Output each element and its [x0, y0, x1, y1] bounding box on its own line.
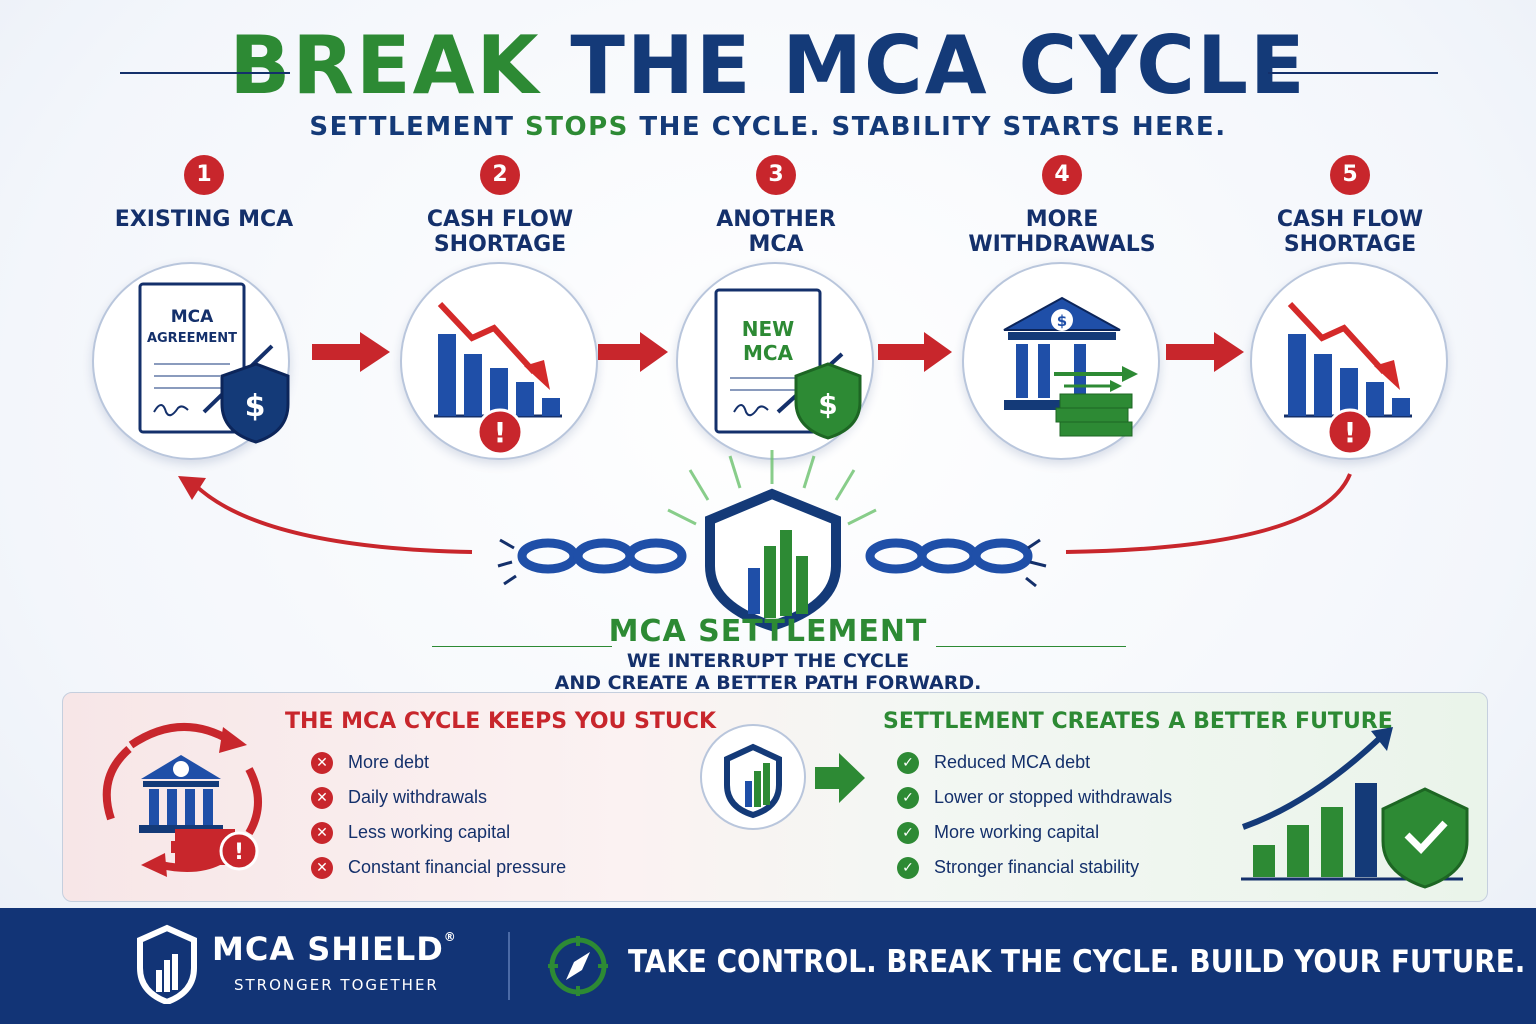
- doc-subtitle: AGREEMENT: [147, 331, 237, 346]
- brand-tagline: STRONGER TOGETHER: [234, 976, 439, 994]
- title-break-word: BREAK: [229, 19, 541, 112]
- settlement-title: MCA SETTLEMENT: [608, 614, 928, 649]
- list-item: ✕ Less working capital: [311, 815, 566, 850]
- return-curve-left: [192, 482, 473, 554]
- subtitle-part-1: SETTLEMENT: [309, 112, 515, 142]
- subtitle-part-2: STOPS: [525, 112, 629, 142]
- settlement-rule-left: [432, 646, 612, 647]
- declining-chart-warning-icon: !: [1250, 262, 1448, 460]
- settlement-subtitle-line-1: WE INTERRUPT THE CYCLE: [626, 650, 910, 672]
- x-circle-icon: ✕: [311, 821, 333, 844]
- mca-shield-logo-icon: [137, 924, 197, 1004]
- sunburst-icon: [667, 450, 877, 526]
- better-future-list: ✓ Reduced MCA debt ✓ Lower or stopped with…: [897, 745, 1172, 885]
- list-item: ✕ Constant financial pressure: [311, 850, 566, 885]
- cycle-stuck-heading: THE MCA CYCLE KEEPS YOU STUCK: [285, 709, 716, 734]
- svg-text:!: !: [494, 416, 507, 449]
- cycle-stuck-list: ✕ More debt ✕ Daily withdrawals ✕ Less work…: [311, 745, 566, 885]
- new-mca-document-icon: NEW MCA $: [676, 262, 874, 460]
- arrow-right-icon: [878, 332, 952, 372]
- list-item: ✓ Lower or stopped withdrawals: [897, 780, 1172, 815]
- list-item-label: Stronger financial stability: [934, 857, 1140, 877]
- step-number-badge: 4: [1042, 155, 1082, 195]
- better-future-heading: SETTLEMENT CREATES A BETTER FUTURE: [883, 709, 1393, 734]
- return-curve-right: [1065, 473, 1352, 554]
- svg-text:$: $: [1057, 312, 1067, 330]
- check-circle-icon: ✓: [897, 821, 919, 844]
- page-subtitle: SETTLEMENT STOPS THE CYCLE. STABILITY ST…: [0, 112, 1536, 142]
- list-item-label: More debt: [348, 752, 430, 772]
- brand-name: MCA SHIELD®: [212, 930, 457, 968]
- list-item: ✓ Stronger financial stability: [897, 850, 1172, 885]
- settlement-subtitle: WE INTERRUPT THE CYCLE AND CREATE A BETT…: [0, 650, 1536, 694]
- check-circle-icon: ✓: [897, 786, 919, 809]
- step-1: 1 EXISTING MCA: [74, 155, 334, 232]
- settlement-rule-right: [936, 646, 1126, 647]
- title-rule-right: [1268, 72, 1438, 74]
- page-title: BREAK THE MCA CYCLE: [0, 18, 1536, 114]
- settlement-subtitle-line-2: AND CREATE A BETTER PATH FORWARD.: [554, 672, 982, 694]
- list-item-label: Lower or stopped withdrawals: [934, 787, 1173, 807]
- step-label: CASH FLOW SHORTAGE: [1276, 207, 1424, 257]
- arrow-right-icon: [1166, 332, 1244, 372]
- step-number-badge: 5: [1330, 155, 1370, 195]
- footer: MCA SHIELD® STRONGER TOGETHER TAKE CONTR…: [0, 908, 1536, 1024]
- registered-mark: ®: [443, 930, 457, 944]
- x-circle-icon: ✕: [311, 786, 333, 809]
- list-item-label: Constant financial pressure: [348, 857, 567, 877]
- list-item-label: Less working capital: [348, 822, 511, 842]
- broken-chain-left-icon: [517, 538, 687, 574]
- doc-title: NEW: [742, 317, 794, 341]
- x-circle-icon: ✕: [311, 751, 333, 774]
- step-number-badge: 2: [480, 155, 520, 195]
- compass-icon: [548, 936, 608, 996]
- debt-cycle-bank-icon: !: [102, 722, 262, 877]
- growth-chart-shield-icon: [1241, 727, 1469, 889]
- arrow-right-icon: [312, 332, 390, 372]
- step-label: CASH FLOW SHORTAGE: [426, 207, 574, 257]
- list-item: ✕ More debt: [311, 745, 566, 780]
- doc-subtitle: MCA: [743, 341, 794, 365]
- comparison-panel: ! THE MCA CYCLE KEEPS YOU STUCK ✕ More de…: [62, 692, 1488, 902]
- list-item: ✓ More working capital: [897, 815, 1172, 850]
- step-4: 4 MORE WITHDRAWALS: [932, 155, 1192, 257]
- svg-text:$: $: [245, 389, 266, 424]
- break-sparks-icon: [497, 538, 1047, 588]
- svg-text:$: $: [818, 388, 837, 421]
- doc-title: MCA: [171, 307, 214, 327]
- check-circle-icon: ✓: [897, 751, 919, 774]
- list-item-label: More working capital: [934, 822, 1100, 842]
- footer-slogan: TAKE CONTROL. BREAK THE CYCLE. BUILD YOU…: [628, 944, 1526, 980]
- check-circle-icon: ✓: [897, 856, 919, 879]
- subtitle-part-3: THE CYCLE. STABILITY STARTS HERE.: [639, 112, 1227, 142]
- step-number-badge: 3: [756, 155, 796, 195]
- svg-text:!: !: [234, 840, 244, 865]
- arrow-right-icon: [598, 332, 668, 372]
- list-item: ✓ Reduced MCA debt: [897, 745, 1172, 780]
- footer-divider: [508, 932, 510, 1000]
- bank-money-withdrawal-icon: $: [962, 262, 1160, 460]
- step-label: MORE WITHDRAWALS: [968, 207, 1156, 257]
- list-item-label: Daily withdrawals: [348, 787, 488, 807]
- title-cycle-words: THE MCA CYCLE: [570, 19, 1307, 112]
- mca-agreement-document-icon: MCA AGREEMENT $: [92, 262, 290, 460]
- x-circle-icon: ✕: [311, 856, 333, 879]
- step-label: EXISTING MCA: [114, 207, 294, 232]
- step-5: 5 CASH FLOW SHORTAGE: [1220, 155, 1480, 257]
- step-number-badge: 1: [184, 155, 224, 195]
- step-label: ANOTHER MCA: [716, 207, 836, 257]
- step-2: 2 CASH FLOW SHORTAGE: [370, 155, 630, 257]
- broken-chain-right-icon: [865, 538, 1033, 574]
- list-item: ✕ Daily withdrawals: [311, 780, 566, 815]
- shield-to-future-icon: [700, 724, 865, 830]
- brand-text: MCA SHIELD: [212, 930, 444, 968]
- svg-text:!: !: [1344, 416, 1357, 449]
- list-item-label: Reduced MCA debt: [934, 752, 1091, 772]
- title-rule-left: [120, 72, 290, 74]
- mca-shield-logo-icon: [705, 488, 841, 632]
- arrow-up-icon: [178, 476, 206, 500]
- step-3: 3 ANOTHER MCA: [646, 155, 906, 257]
- cycle-connectors: [178, 332, 1352, 632]
- declining-chart-warning-icon: !: [400, 262, 598, 460]
